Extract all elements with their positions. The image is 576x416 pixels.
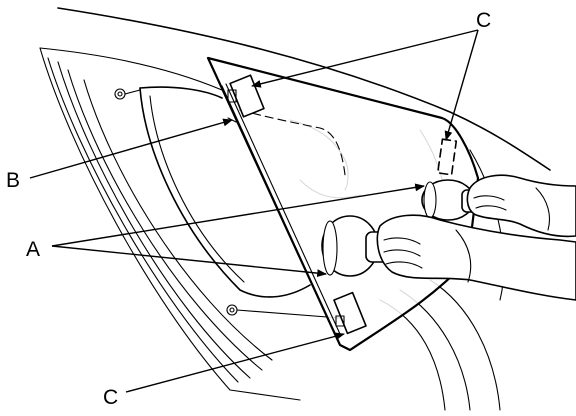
bolt-icon xyxy=(114,88,141,100)
clip-top-left xyxy=(227,74,265,118)
suction-cup-lower xyxy=(321,215,391,277)
bolt-icon xyxy=(226,304,341,319)
label-c-bottom: C xyxy=(103,386,118,409)
label-c-top: C xyxy=(476,9,491,32)
label-a: A xyxy=(26,238,40,261)
hand-lower xyxy=(376,214,576,301)
leader-lines xyxy=(29,29,479,393)
clip-bottom xyxy=(333,291,367,335)
label-b: B xyxy=(6,169,20,192)
hand-upper xyxy=(466,174,576,238)
